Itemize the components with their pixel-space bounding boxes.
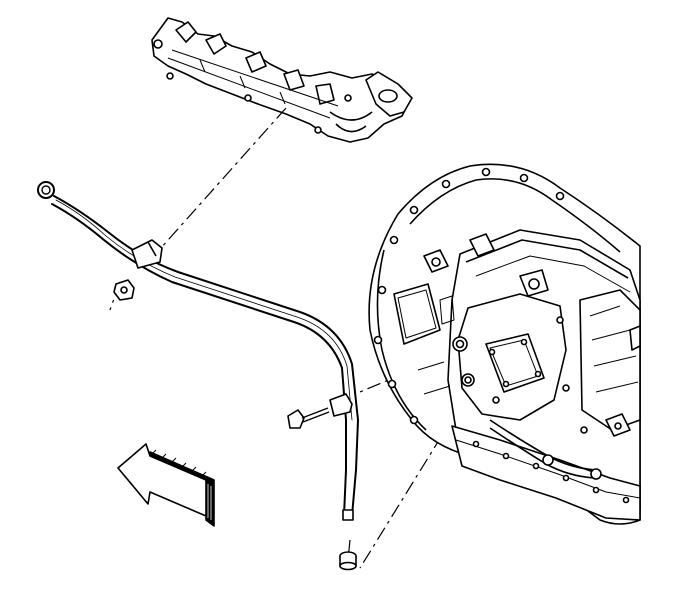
mounting-bolt bbox=[287, 393, 353, 429]
front-direction-arrow bbox=[117, 443, 215, 527]
tube-bracket bbox=[131, 239, 163, 269]
exhaust-manifold bbox=[151, 17, 413, 143]
dipstick-tube bbox=[37, 181, 359, 521]
transmission-assembly bbox=[368, 163, 641, 525]
tube-seal bbox=[339, 551, 357, 571]
bolt-upper bbox=[113, 279, 135, 301]
